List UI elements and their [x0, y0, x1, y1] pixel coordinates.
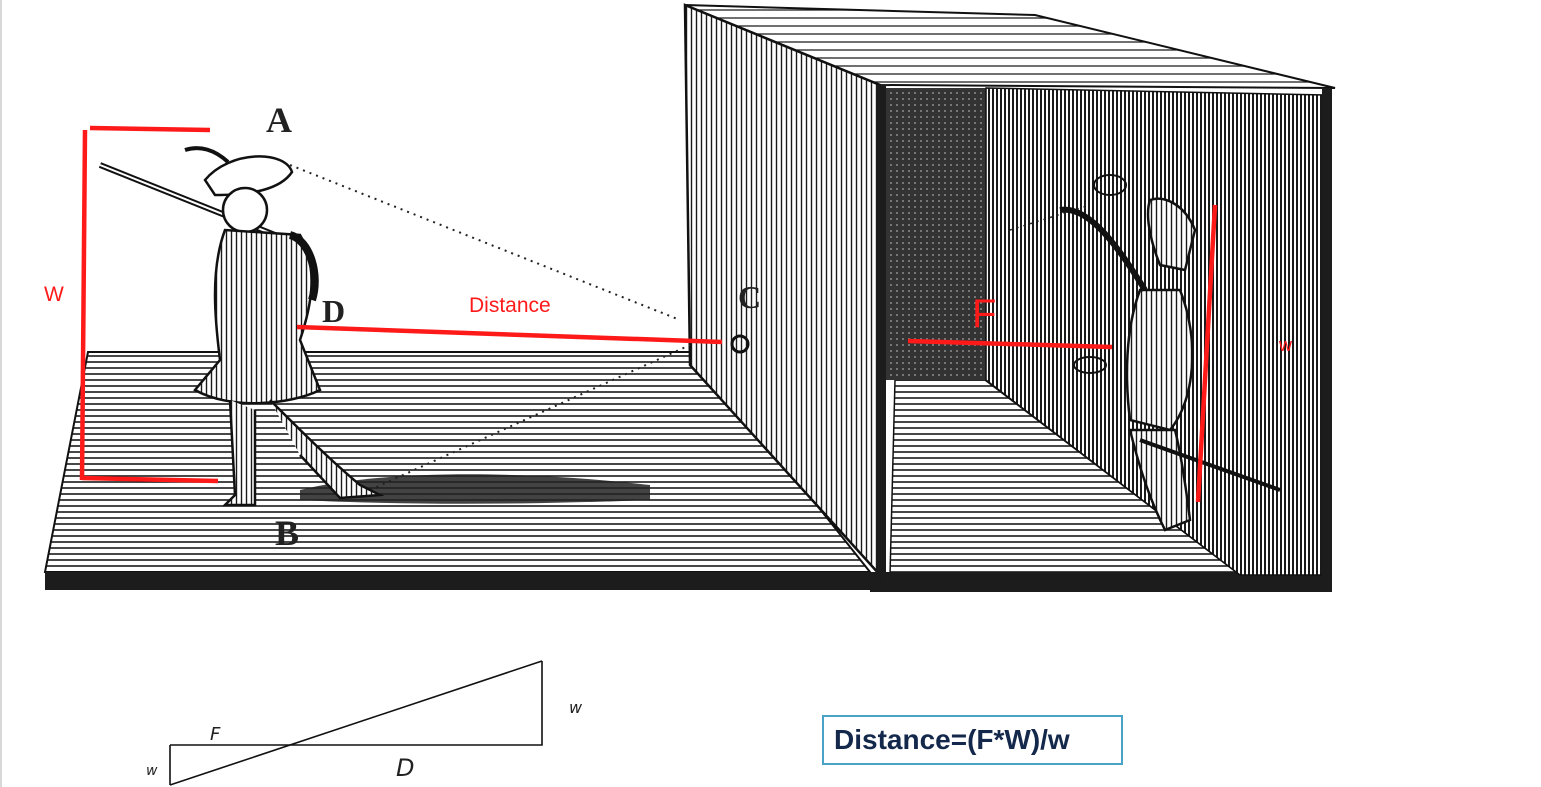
- pinhole: [730, 334, 750, 354]
- label-a: A: [266, 100, 292, 140]
- label-b: B: [275, 513, 299, 553]
- man-shadow: [300, 474, 650, 504]
- left-edge-line: [0, 0, 2, 787]
- sketch-distance-label: D: [396, 754, 414, 782]
- floor-front-edge: [45, 572, 870, 590]
- sketch-focal-label: F: [210, 724, 221, 745]
- box-front-edge: [876, 85, 886, 577]
- similar-triangles-sketch: [169, 660, 543, 786]
- formula-box: Distance=(F*W)/w: [822, 715, 1123, 765]
- inverted-man-image: [1059, 174, 1281, 532]
- distance-line: [296, 324, 723, 345]
- box-base-front: [870, 572, 1330, 592]
- distance-formula: Distance=(F*W)/w: [834, 724, 1070, 755]
- image-width-label: w: [1278, 335, 1293, 355]
- sketch-object-width-label: w: [569, 698, 583, 717]
- box-interior-dark: [886, 88, 986, 380]
- focal-line: [907, 338, 1113, 350]
- object-width-bracket: [79, 125, 219, 484]
- distance-label: Distance: [469, 294, 551, 317]
- box-right-edge: [1322, 88, 1332, 592]
- image-width-line: [1195, 204, 1218, 503]
- sketch-image-width-label: w: [146, 763, 158, 779]
- focal-label: F: [972, 292, 996, 336]
- light-ray-dotted-2: [369, 344, 691, 491]
- object-width-label: W: [44, 283, 64, 306]
- man-figure: [98, 146, 385, 507]
- label-c: C: [738, 279, 761, 315]
- label-d: D: [322, 293, 345, 329]
